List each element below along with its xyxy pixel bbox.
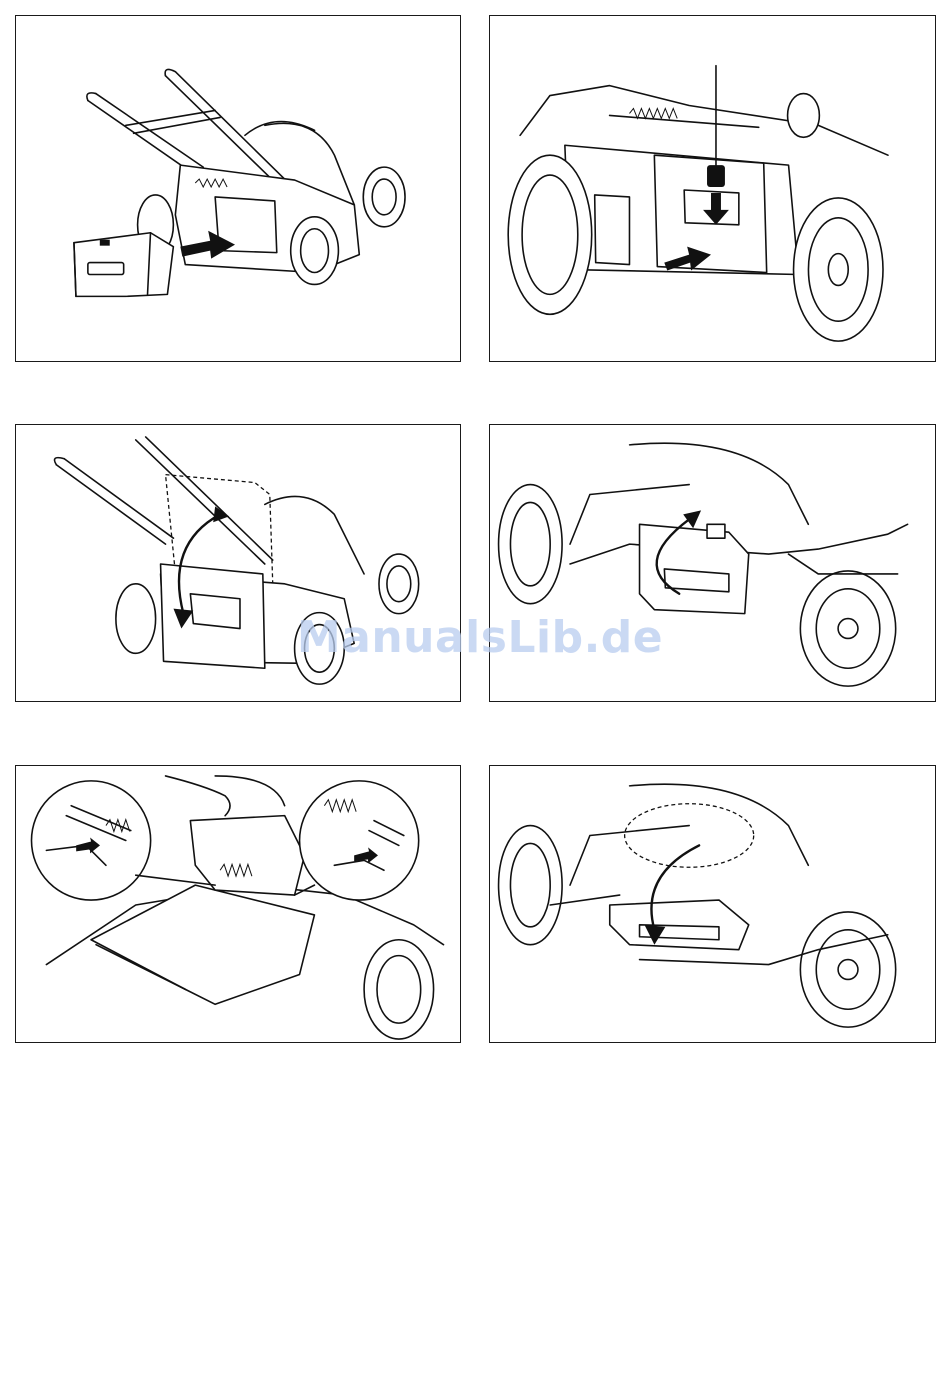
rear-flap-open-illustration [490, 425, 935, 701]
grass-box-insert-illustration [16, 16, 460, 361]
grass-box-latch-illustration [490, 16, 935, 361]
figure-rear-flap-close [489, 765, 936, 1043]
mulching-flap-spring-illustration [16, 766, 460, 1042]
figure-rear-flap-open [489, 424, 936, 702]
figure-grass-box-lift [15, 424, 461, 702]
grass-box-lift-illustration [16, 425, 460, 701]
figure-grass-box-insert [15, 15, 461, 362]
figure-mulching-flap-spring [15, 765, 461, 1043]
figure-grass-box-latch [489, 15, 936, 362]
rear-flap-close-illustration [490, 766, 935, 1042]
